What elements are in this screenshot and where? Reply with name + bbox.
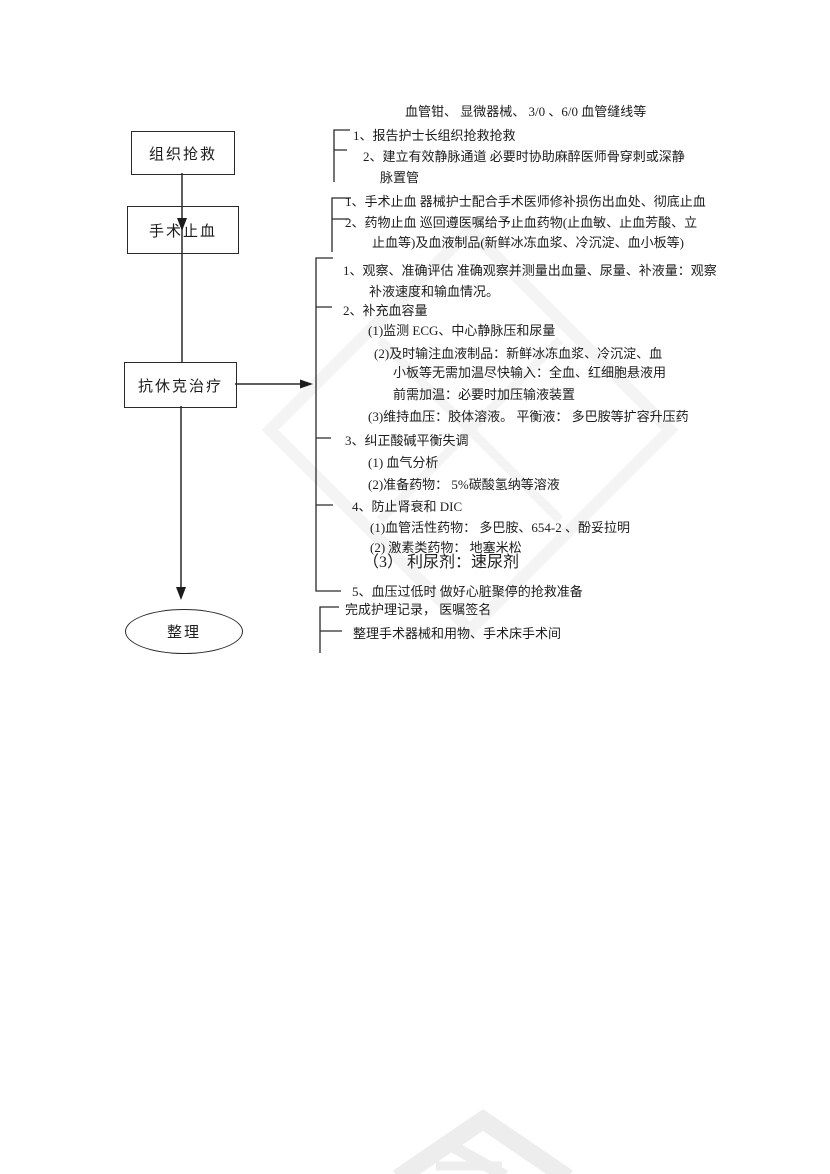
annotation-line: (2) 激素类药物： 地塞米松 <box>370 540 522 555</box>
bracket-rescue <box>333 129 350 182</box>
annotation-line: 1、报告护士长组织抢救抢救 <box>353 128 516 143</box>
annotation-line: 3、纠正酸碱平衡失调 <box>345 433 469 448</box>
annotation-line: (3)维持血压：胶体溶液。 平衡液： 多巴胺等扩容升压药 <box>368 409 689 424</box>
flow-node-antishock: 抗休克治疗 <box>124 362 237 408</box>
watermark-chevron <box>392 1109 574 1174</box>
annotation-line: 4、防止肾衰和 DIC <box>352 499 463 514</box>
annotation-line: (2)准备药物： 5%碳酸氢纳等溶液 <box>368 477 560 492</box>
arrowhead-right <box>300 379 313 389</box>
flow-node-antishock-label: 抗休克治疗 <box>137 378 223 395</box>
annotation-line: 5、血压过低时 做好心脏聚停的抢救准备 <box>352 584 583 599</box>
bracket-antishock <box>315 257 341 592</box>
annotation-line: 2、药物止血 巡回遵医嘱给予止血药物(止血敏、止血芳酸、立 <box>345 215 698 230</box>
annotation-line: 完成护理记录， 医嘱签名 <box>345 602 492 617</box>
annotation-line: 整理手术器械和用物、手术床手术间 <box>353 626 562 641</box>
annotation-line: （3） 利尿剂：速尿剂 <box>363 554 520 571</box>
annotation-line: 止血等)及血液制品(新鲜冰冻血浆、冷沉淀、血小板等) <box>372 235 684 250</box>
annotation-line: 2、建立有效静脉通道 必要时协助麻醉医师骨穿刺或深静 <box>363 149 685 164</box>
arrowhead-down-2 <box>176 587 186 600</box>
annotation-line: 补液速度和输血情况。 <box>369 284 500 299</box>
annotation-line: 1、观察、准确评估 准确观察并测量出血量、尿量、补液量：观察 <box>343 263 717 278</box>
flow-node-rescue: 组织抢救 <box>131 131 235 175</box>
flow-node-rescue-label: 组织抢救 <box>148 146 217 163</box>
annotation-line: (1)监测 ECG、中心静脉压和尿量 <box>368 323 556 338</box>
bracket-tidy <box>319 606 342 653</box>
flow-node-hemostasis-label: 手术止血 <box>148 223 217 240</box>
annotation-line: (2)及时输注血液制品：新鲜冰冻血浆、冷沉淀、血 <box>374 346 663 361</box>
annotation-line: 前需加温：必要时加压输液装置 <box>393 387 576 402</box>
annotation-line: 脉置管 <box>380 170 420 185</box>
bracket-hemostasis <box>331 197 351 252</box>
annotation-line: 2、补充血容量 <box>343 303 428 318</box>
flow-node-tidy-label: 整理 <box>166 625 201 641</box>
arrowhead-down-1 <box>177 218 187 231</box>
annotation-line: 1、手术止血 器械护士配合手术医师修补损伤出血处、彻底止血 <box>345 194 706 209</box>
annotation-line: 小板等无需加温尽快输入：全血、红细胞悬液用 <box>393 365 667 380</box>
watermark-lattice <box>261 221 679 639</box>
flow-node-tidy: 整理 <box>125 609 243 654</box>
annotation-line: (1) 血气分析 <box>368 455 439 470</box>
annotation-line: (1)血管活性药物： 多巴胺、654-2 、酚妥拉明 <box>370 520 630 535</box>
instruments-caption: 血管钳、 显微器械、 3/0 、6/0 血管缝线等 <box>405 104 647 119</box>
flow-node-hemostasis: 手术止血 <box>127 206 239 254</box>
